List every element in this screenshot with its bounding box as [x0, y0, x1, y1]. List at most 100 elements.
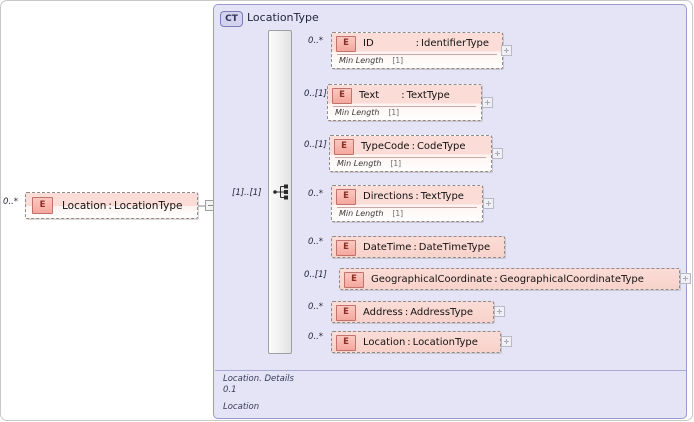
element-header: E DateTime:DateTimeType — [332, 237, 504, 258]
element-text[interactable]: E Text:TextType Min Length[1] — [327, 84, 482, 121]
cardinality-typecode: 0..[1] — [304, 140, 327, 150]
element-label: Address:AddressType — [363, 307, 473, 318]
element-separator: : — [415, 191, 419, 202]
element-header: E Address:AddressType — [332, 302, 493, 323]
facet-label: Min Length — [335, 108, 380, 117]
element-header: E ID:IdentifierType — [332, 33, 502, 54]
facet-value: [1] — [392, 56, 404, 65]
element-label: DateTime:DateTimeType — [363, 242, 490, 253]
expand-plus-icon[interactable] — [501, 45, 512, 56]
element-label: Location:LocationType — [363, 337, 478, 348]
element-id[interactable]: E ID:IdentifierType Min Length [1] — [331, 32, 503, 69]
element-type: AddressType — [410, 307, 473, 318]
facet-divider — [335, 157, 486, 158]
element-badge-icon: E — [334, 138, 354, 155]
element-separator: : — [494, 274, 498, 285]
annotation-line-1: Location. Details — [223, 374, 294, 384]
element-label: TypeCode:CodeType — [361, 141, 466, 152]
facet-label: Min Length — [339, 209, 384, 218]
element-name: Location — [62, 199, 107, 212]
element-separator: : — [404, 307, 409, 318]
element-name: Address — [363, 307, 403, 318]
annotation-line-3: Location — [223, 402, 260, 412]
facet-min-length: Min Length [1] — [339, 56, 403, 65]
element-label: Directions:TextType — [363, 191, 464, 202]
facet-min-length: Min Length [1] — [339, 209, 403, 218]
element-geographicalcoordinate[interactable]: E GeographicalCoordinate:GeographicalCoo… — [339, 268, 680, 290]
element-separator: : — [407, 337, 411, 348]
element-datetime[interactable]: E DateTime:DateTimeType — [331, 236, 505, 258]
element-separator: : — [401, 90, 405, 101]
expand-plus-icon[interactable] — [483, 198, 494, 209]
element-type: IdentifierType — [421, 38, 490, 49]
element-badge-icon: E — [336, 188, 356, 205]
cardinality-address: 0..* — [308, 302, 324, 312]
expand-plus-icon[interactable] — [482, 97, 493, 108]
element-name: Location — [363, 337, 406, 348]
element-name: ID — [363, 38, 374, 49]
complextype-badge-icon: CT — [220, 11, 243, 27]
expand-plus-icon[interactable] — [494, 306, 505, 317]
complextype-title: LocationType — [247, 11, 319, 24]
annotation-spacer — [223, 395, 663, 402]
element-label: GeographicalCoordinate:GeographicalCoord… — [371, 274, 644, 285]
element-type: TextType — [420, 191, 464, 202]
element-header: E Location:LocationType — [26, 193, 197, 218]
facet-divider — [333, 106, 476, 107]
element-badge-icon: E — [336, 304, 356, 321]
compositor-cardinality: [1]..[1] — [232, 188, 262, 198]
expand-plus-icon[interactable] — [492, 148, 503, 159]
element-type: LocationType — [113, 199, 183, 212]
element-badge-icon: E — [32, 197, 53, 214]
element-label: Location:LocationType — [62, 200, 183, 212]
element-type: CodeType — [416, 141, 466, 152]
annotation-divider — [215, 370, 687, 371]
expand-plus-icon[interactable] — [501, 336, 512, 347]
facet-label: Min Length — [339, 56, 384, 65]
element-name: TypeCode — [361, 141, 410, 152]
element-separator: : — [413, 242, 417, 253]
element-separator: : — [415, 38, 420, 49]
facet-min-length: Min Length [1] — [335, 108, 399, 117]
cardinality-geographicalcoordinate: 0..[1] — [304, 270, 327, 280]
element-header: E TypeCode:CodeType — [330, 136, 491, 157]
element-label: Text:TextType — [359, 90, 450, 101]
element-typecode[interactable]: E TypeCode:CodeType Min Length[1] — [329, 135, 492, 172]
cardinality-text: 0..[1] — [304, 89, 327, 99]
facet-value: [1] — [388, 108, 400, 117]
element-header: E Location:LocationType — [332, 332, 500, 353]
element-label: ID:IdentifierType — [363, 38, 489, 49]
element-badge-icon: E — [336, 35, 356, 52]
element-type: DateTimeType — [418, 242, 491, 253]
expand-plus-icon[interactable] — [680, 273, 691, 284]
cardinality-datetime: 0..* — [308, 237, 324, 247]
cardinality-location: 0..* — [308, 332, 324, 342]
element-location-root[interactable]: E Location:LocationType — [25, 192, 198, 219]
root-cardinality: 0..* — [3, 197, 19, 207]
complextype-annotation: Location. Details 0.1 Location — [223, 374, 663, 413]
element-badge-icon: E — [344, 271, 364, 288]
cardinality-id: 0..* — [308, 36, 324, 46]
element-header: E GeographicalCoordinate:GeographicalCoo… — [340, 269, 679, 290]
element-type: LocationType — [412, 337, 478, 348]
element-separator: : — [108, 199, 112, 212]
element-type: GeographicalCoordinateType — [499, 274, 644, 285]
element-name: Text — [359, 90, 380, 101]
element-name: DateTime — [363, 242, 412, 253]
facet-value: [1] — [392, 209, 404, 218]
element-name: GeographicalCoordinate — [371, 274, 493, 285]
element-directions[interactable]: E Directions:TextType Min Length [1] — [331, 185, 483, 222]
element-location-child[interactable]: E Location:LocationType — [331, 331, 501, 353]
facet-divider — [337, 207, 477, 208]
sequence-icon[interactable] — [273, 183, 291, 201]
element-badge-icon: E — [336, 334, 356, 351]
element-header: E Text:TextType — [328, 85, 481, 106]
annotation-line-2: 0.1 — [223, 384, 237, 395]
element-type: TextType — [406, 90, 450, 101]
element-address[interactable]: E Address:AddressType — [331, 301, 494, 323]
facet-min-length: Min Length[1] — [337, 159, 401, 168]
element-name: Directions — [363, 191, 414, 202]
element-badge-icon: E — [336, 239, 356, 256]
cardinality-directions: 0..* — [308, 189, 324, 199]
